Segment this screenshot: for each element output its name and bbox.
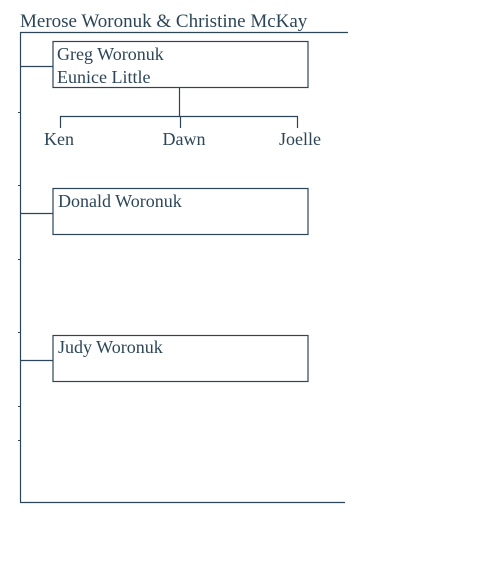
trunk-tick-marks [18,112,21,441]
person-box [52,334,309,383]
person-box [52,187,309,236]
grandchild-name-joelle: Joelle [279,129,321,149]
person-name-judy: Judy Woronuk [58,337,163,357]
grandchild-name-ken: Ken [44,129,74,149]
person-name-greg: Greg Woronuk [57,44,164,64]
person-box [52,40,309,89]
spouse-name-eunice: Eunice Little [57,67,150,87]
grandchild-name-dawn: Dawn [163,129,206,149]
person-name-donald: Donald Woronuk [58,191,182,211]
child-node-judy: Judy Woronuk [20,334,309,383]
root-couple-label: Merose Woronuk & Christine McKay [20,11,308,32]
child-node-donald: Donald Woronuk [20,187,309,236]
child-node-greg-eunice: Greg Woronuk Eunice Little Ken Dawn Joel… [20,40,321,149]
